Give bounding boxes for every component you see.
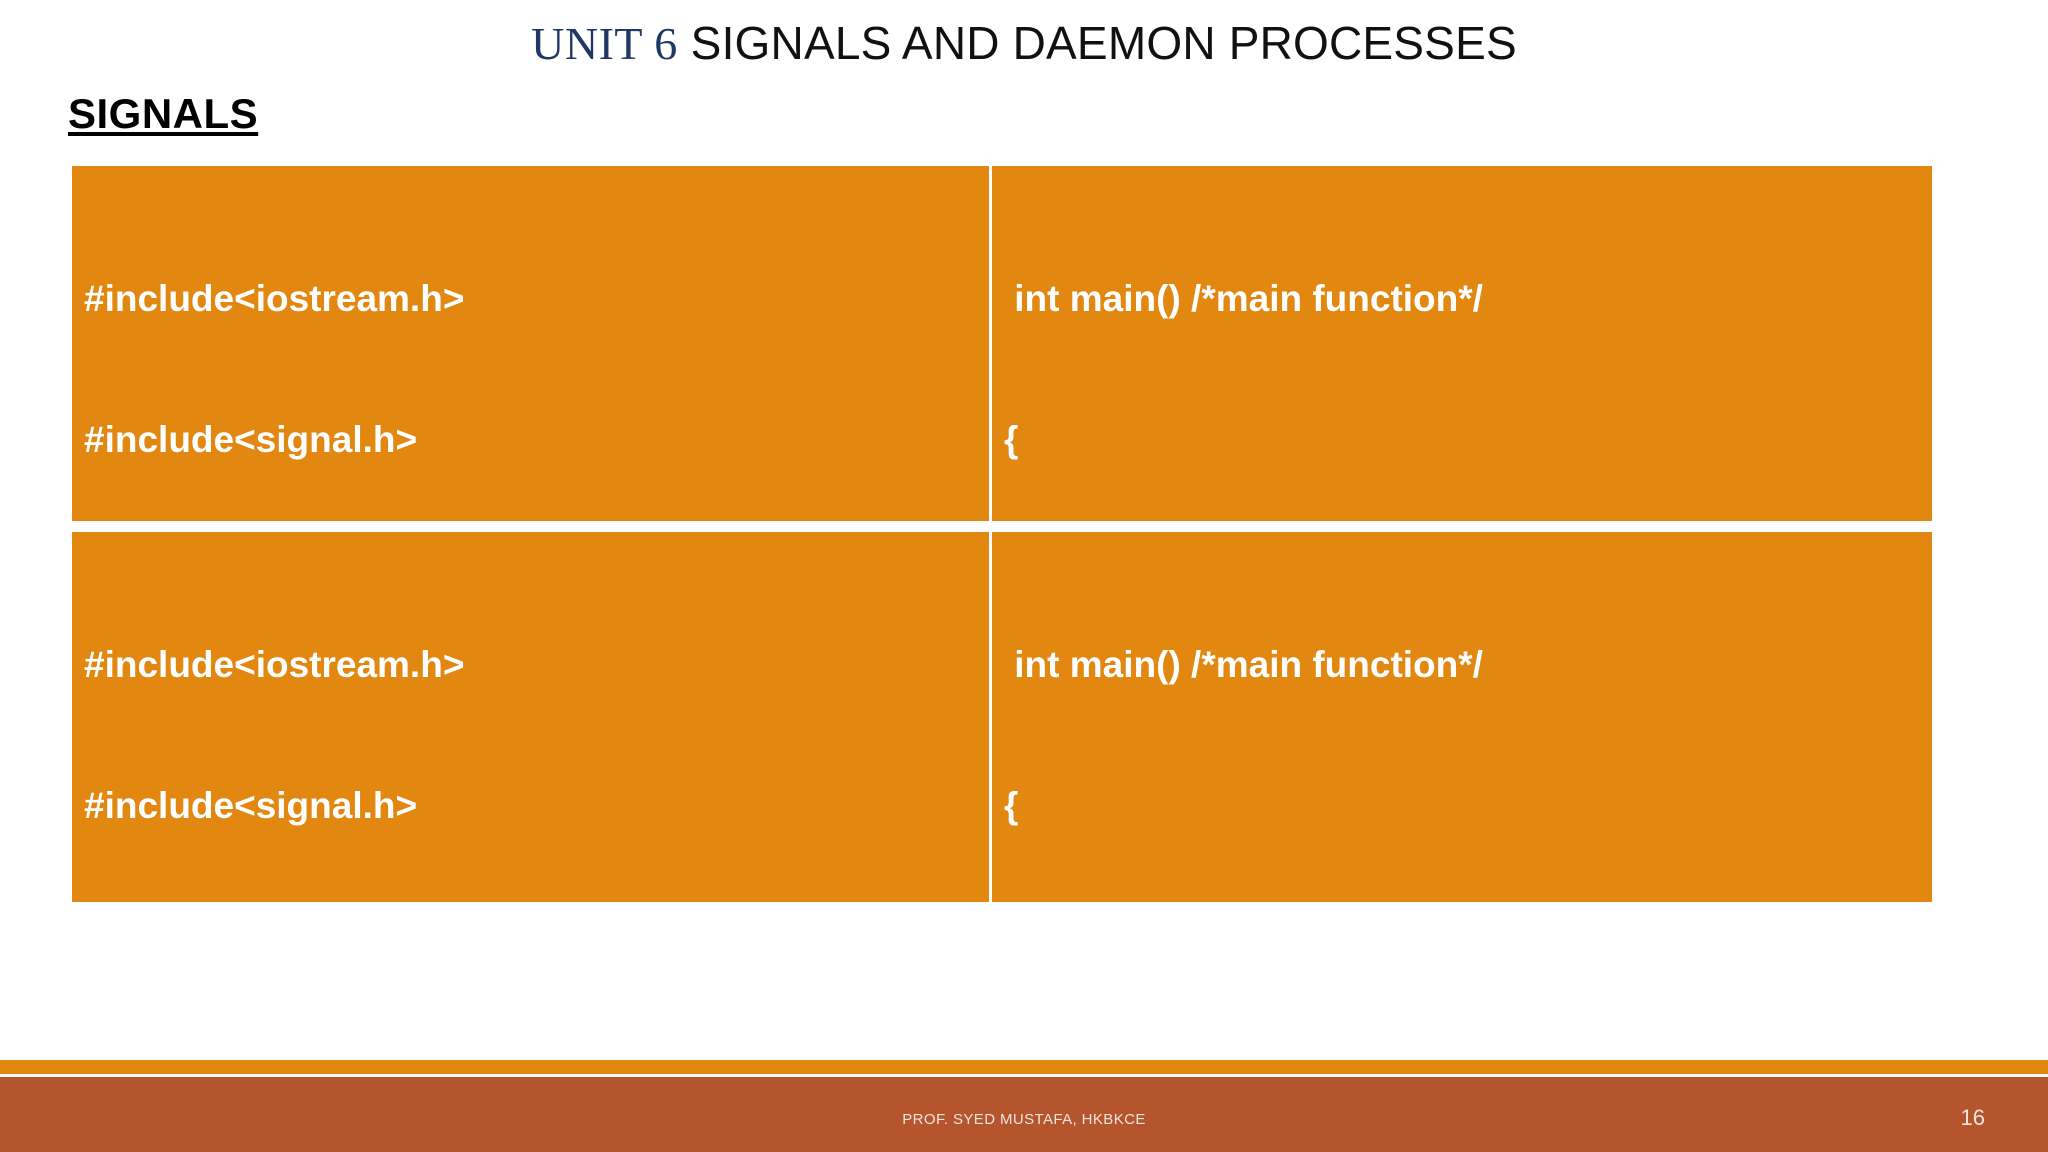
code-cell-handler-sigint: #include<iostream.h> #include<signal.h> … [72,166,992,521]
footer-band [0,1077,2048,1152]
code-line: #include<signal.h> [84,784,418,826]
code-line: #include<signal.h> [84,418,418,460]
code-line: int main() /*main function*/ [1004,277,1483,319]
footer-accent-strip [0,1060,2048,1074]
code-line: { [1004,418,1019,460]
code-line: int main() /*main function*/ [1004,643,1483,685]
code-cell-main-sigquit: int main() /*main function*/ { signal (S… [992,532,1932,902]
section-heading-signals: SIGNALS [68,90,259,137]
code-comparison-table: #include<iostream.h> #include<signal.h> … [72,166,1932,902]
table-row-divider [72,521,1932,532]
code-cell-handler-sigquit: #include<iostream.h> #include<signal.h> … [72,532,992,902]
footer-credit: PROF. SYED MUSTAFA, HKBKCE [902,1111,1146,1128]
table-row: #include<iostream.h> #include<signal.h> … [72,532,1932,902]
code-cell-main-sigint: int main() /*main function*/ { signal (S… [992,166,1932,521]
table-row: #include<iostream.h> #include<signal.h> … [72,166,1932,521]
footer-page-number: 16 [1960,1105,1985,1130]
code-line: { [1004,784,1019,826]
code-line: #include<iostream.h> [84,643,465,685]
page-title: UNIT 6 SIGNALS AND DAEMON PROCESSES [0,18,2048,70]
title-unit-accent: UNIT 6 [531,18,678,69]
title-main-text: SIGNALS AND DAEMON PROCESSES [677,17,1517,69]
code-line: #include<iostream.h> [84,277,465,319]
